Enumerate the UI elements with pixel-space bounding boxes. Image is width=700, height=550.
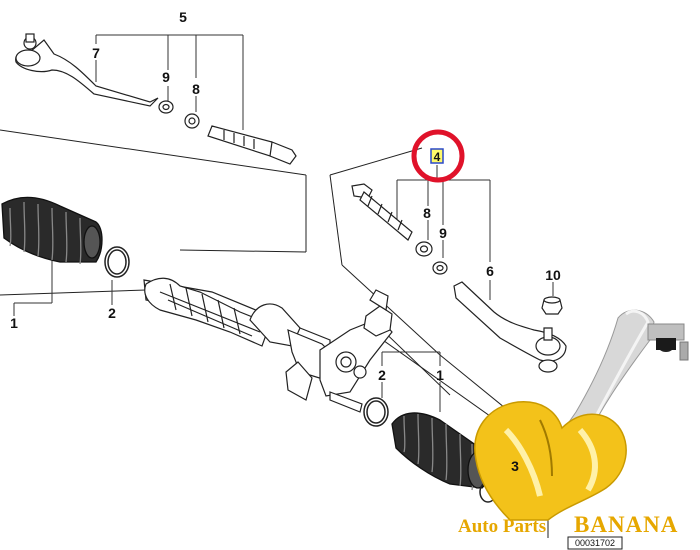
- callout-1-left: 1: [10, 315, 18, 331]
- callout-8-top: 8: [192, 81, 200, 97]
- callout-10: 10: [545, 267, 561, 283]
- bellows-boot-left: [1, 196, 103, 265]
- highlight-marker: [411, 129, 465, 183]
- nut-right-8: [415, 241, 433, 257]
- boot-clamp-right: [363, 397, 389, 427]
- self-locking-nut: [541, 296, 563, 315]
- tie-rod-end-top: [15, 33, 159, 107]
- leader-lines-right: [381, 165, 554, 412]
- callout-2-right: 2: [378, 367, 386, 383]
- inner-tie-rod-top: [207, 125, 297, 165]
- callout-9-right: 9: [439, 225, 447, 241]
- callout-3: 3: [511, 458, 519, 474]
- banana-logo-icon: [474, 401, 627, 521]
- callout-1-right: 1: [436, 367, 444, 383]
- callout-6: 6: [486, 263, 494, 279]
- callout-8-right: 8: [423, 205, 431, 221]
- nut-top-9: [158, 100, 174, 114]
- watermark-auto-parts: Auto Parts: [458, 516, 546, 537]
- tie-rod-end-right: [453, 281, 567, 373]
- callout-7: 7: [92, 45, 100, 61]
- boot-clamp-left: [104, 246, 130, 278]
- callout-5: 5: [179, 9, 187, 25]
- reference-number: 00031702: [575, 538, 615, 548]
- reference-box: [567, 536, 623, 550]
- nut-right-9: [432, 261, 448, 275]
- callout-9-top: 9: [162, 69, 170, 85]
- inner-tie-rod-right: [351, 183, 413, 241]
- callout-2-left: 2: [108, 305, 116, 321]
- callout-4: 4: [434, 150, 441, 164]
- nut-top-8: [184, 113, 200, 129]
- watermark-banana: BANANA: [574, 512, 678, 537]
- steering-rack-housing: [143, 277, 393, 413]
- leader-lines-top: [13, 34, 244, 316]
